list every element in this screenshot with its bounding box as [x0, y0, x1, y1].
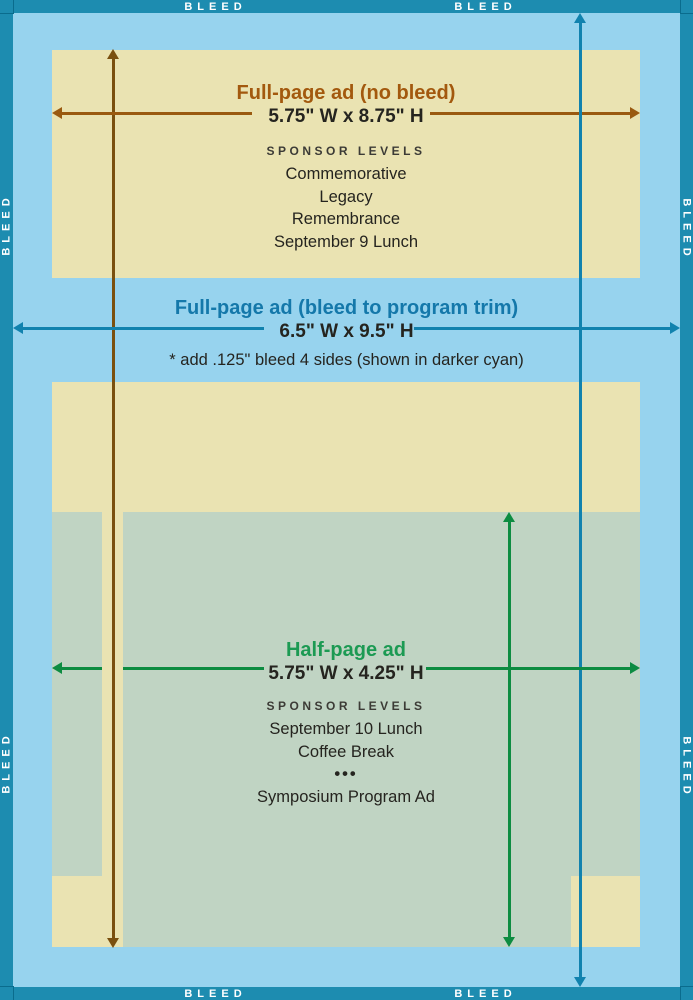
arrow-line — [430, 112, 632, 115]
full-page-no-bleed-title: Full-page ad (no bleed) — [236, 82, 456, 104]
sponsor-levels-label: SPONSOR LEVELS — [266, 144, 426, 158]
sponsor-level-item: Coffee Break — [297, 742, 394, 761]
arrowhead-down-icon — [503, 937, 515, 947]
bleed-label-left-upper: BLEED — [0, 152, 13, 302]
arrowhead-up-icon — [574, 13, 586, 23]
arrowhead-left-icon — [52, 107, 62, 119]
arrowhead-right-icon — [630, 107, 640, 119]
arrow-line — [579, 21, 582, 979]
half-page-ad-zone — [52, 512, 640, 947]
bleed-label-text: BLEED — [680, 736, 693, 799]
bleed-label-text: BLEED — [454, 0, 517, 13]
bleed-label-left-lower: BLEED — [0, 690, 13, 840]
sponsor-levels-list: Commemorative Legacy Remembrance Septemb… — [52, 163, 640, 253]
arrowhead-down-icon — [574, 977, 586, 987]
bleed-note: * add .125" bleed 4 sides (shown in dark… — [169, 351, 524, 369]
sponsor-level-item: Symposium Program Ad — [257, 787, 435, 806]
arrowhead-right-icon — [670, 322, 680, 334]
sponsor-level-ellipsis: ••• — [334, 765, 358, 783]
arrowhead-right-icon — [630, 662, 640, 674]
sponsor-level-item: September 9 Lunch — [273, 232, 418, 251]
arrow-line — [123, 667, 264, 670]
cream-corner-notch-left — [52, 876, 102, 947]
bleed-label-text: BLEED — [184, 987, 247, 1000]
bleed-label-bottom-right: BLEED — [403, 987, 563, 1000]
arrowhead-left-icon — [13, 322, 23, 334]
arrow-line — [60, 112, 252, 115]
full-page-bleed-title: Full-page ad (bleed to program trim) — [174, 297, 519, 319]
sponsor-level-item: September 10 Lunch — [269, 720, 423, 738]
trim-corner-mark-bottom-right — [680, 986, 693, 1000]
bleed-label-top-right: BLEED — [403, 0, 563, 13]
sponsor-levels-list: September 10 Lunch Coffee Break ••• Symp… — [52, 718, 640, 808]
half-page-size: 5.75" W x 4.25" H — [268, 663, 424, 684]
full-page-no-bleed-section: Full-page ad (no bleed) 5.75" W x 8.75" … — [52, 81, 640, 253]
arrow-line — [21, 327, 264, 330]
cream-corner-notch-right — [571, 876, 640, 947]
sponsor-level-item: Remembrance — [291, 210, 401, 228]
arrow-line — [508, 519, 511, 939]
bleed-label-right-upper: BLEED — [680, 152, 693, 302]
arrow-line — [60, 667, 102, 670]
full-page-bleed-section: Full-page ad (bleed to program trim) 6.5… — [13, 296, 680, 371]
arrow-line — [414, 327, 672, 330]
full-page-no-bleed-size: 5.75" W x 8.75" H — [268, 106, 424, 127]
sponsor-level-item: Legacy — [319, 187, 373, 206]
arrowhead-up-icon — [107, 49, 119, 59]
bleed-label-text: BLEED — [0, 731, 13, 794]
full-page-no-bleed-zone-top — [52, 50, 640, 278]
full-page-bleed-size: 6.5" W x 9.5" H — [279, 321, 414, 342]
bleed-label-text: BLEED — [454, 987, 517, 1000]
arrowhead-up-icon — [503, 512, 515, 522]
arrowhead-down-icon — [107, 938, 119, 948]
bleed-label-right-lower: BLEED — [680, 690, 693, 840]
bleed-label-bottom-left: BLEED — [133, 987, 293, 1000]
arrow-line — [112, 58, 115, 941]
bleed-label-text: BLEED — [680, 198, 693, 261]
half-page-title: Half-page ad — [285, 639, 407, 661]
trim-corner-mark-top-left — [0, 0, 14, 14]
bleed-label-text: BLEED — [0, 193, 13, 256]
bleed-label-top-left: BLEED — [133, 0, 293, 13]
trim-corner-mark-bottom-left — [0, 986, 14, 1000]
bleed-label-text: BLEED — [184, 0, 247, 13]
sponsor-levels-label: SPONSOR LEVELS — [266, 699, 426, 713]
sponsor-level-item: Commemorative — [285, 165, 407, 183]
arrowhead-left-icon — [52, 662, 62, 674]
arrow-line — [426, 667, 632, 670]
trim-corner-mark-top-right — [680, 0, 693, 14]
half-page-section: Half-page ad 5.75" W x 4.25" H SPONSOR L… — [52, 638, 640, 808]
